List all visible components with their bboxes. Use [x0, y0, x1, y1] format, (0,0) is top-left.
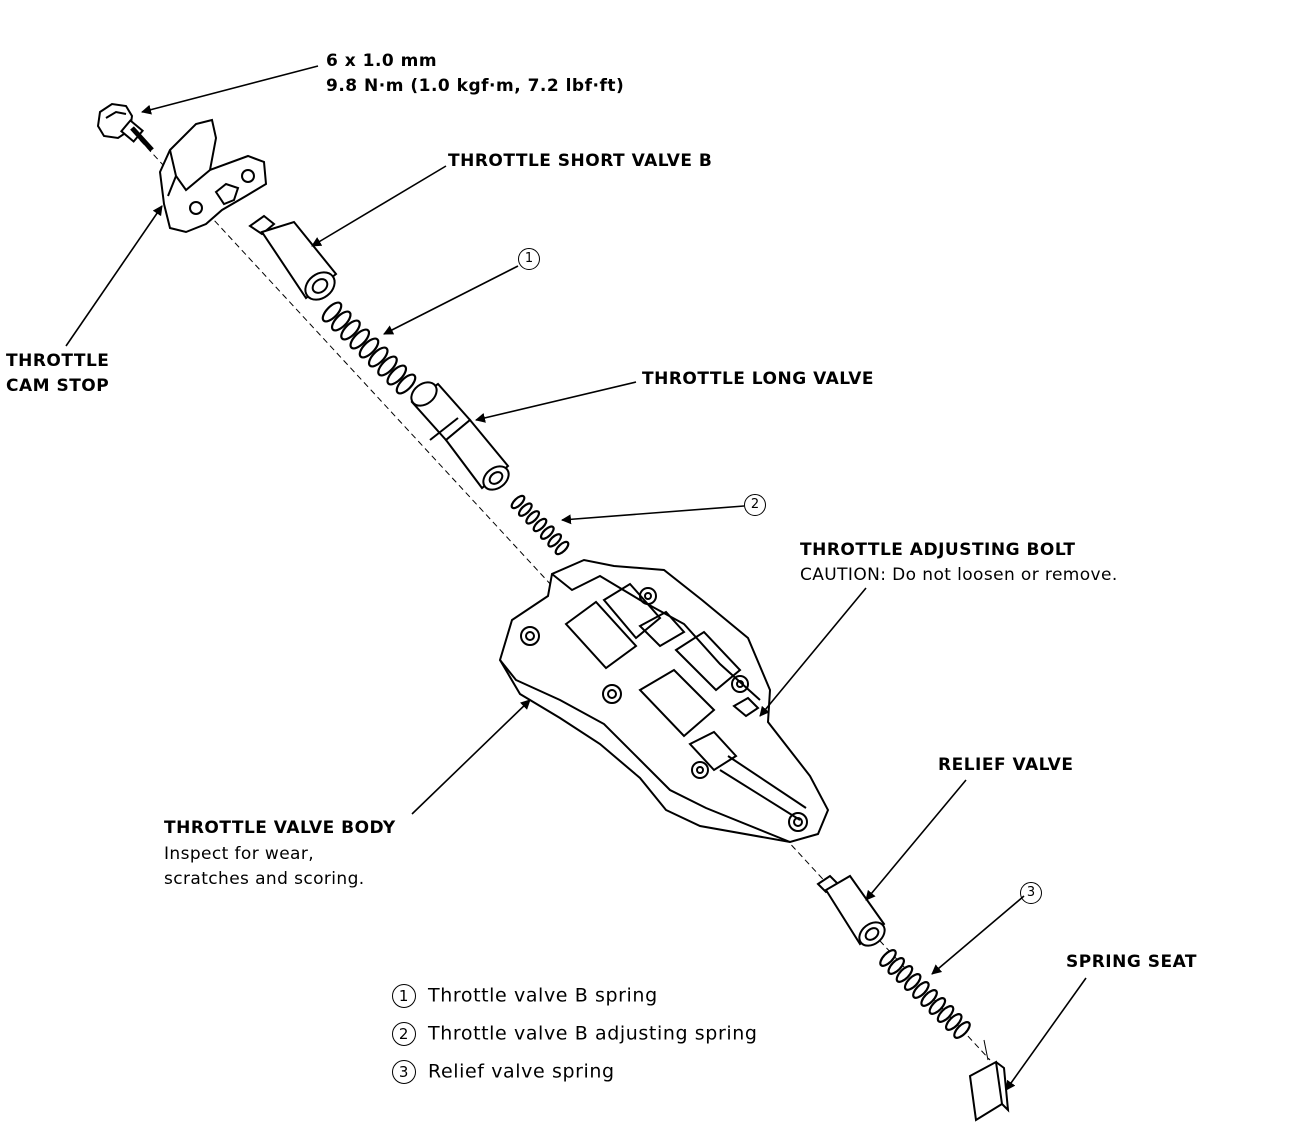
- spring-coil: [879, 949, 897, 967]
- cam-stop-label-line1: THROTTLE: [6, 351, 110, 371]
- valve-body-label: THROTTLE VALVE BODY: [164, 818, 396, 838]
- throttle-long-valve: [410, 381, 510, 491]
- callout-3: 3: [1020, 882, 1042, 904]
- spring-coil: [349, 328, 371, 350]
- throttle-cam-stop: [158, 118, 268, 234]
- legend-number: 2: [392, 1022, 416, 1046]
- spring-seat-label: SPRING SEAT: [1066, 952, 1198, 972]
- spring-coil: [358, 337, 380, 359]
- spring-coil: [377, 355, 398, 377]
- spring-coil: [887, 957, 906, 975]
- spring-coil: [395, 373, 417, 395]
- legend-number: 1: [392, 984, 416, 1008]
- spring-coil: [525, 510, 541, 525]
- spring-coil: [321, 301, 343, 323]
- spring-coil: [953, 1021, 971, 1039]
- adjusting-bolt-label: THROTTLE ADJUSTING BOLT: [800, 540, 1076, 560]
- legend-text: Throttle valve B spring: [428, 984, 658, 1007]
- spring-coil: [532, 517, 548, 533]
- bolt-size-label: 6 x 1.0 mm: [326, 51, 438, 71]
- relief-valve: [816, 874, 886, 947]
- legend-number: 3: [392, 1060, 416, 1084]
- legend-text: Throttle valve B adjusting spring: [428, 1022, 758, 1045]
- spring-coil: [340, 319, 361, 341]
- spring-coil: [895, 965, 914, 983]
- legend-item-1: 1 Throttle valve B spring: [392, 984, 658, 1008]
- relief-valve-spring: [879, 949, 971, 1039]
- legend-item-2: 2 Throttle valve B adjusting spring: [392, 1022, 758, 1046]
- callout-1: 1: [518, 248, 540, 270]
- throttle-valve-body: [498, 558, 830, 844]
- valve-body-note-line1: Inspect for wear,: [164, 844, 315, 864]
- throttle-short-valve-b: [248, 214, 338, 301]
- leader-lines: [65, 65, 1087, 1091]
- valve-body-note-line2: scratches and scoring.: [164, 869, 365, 889]
- short-valve-label: THROTTLE SHORT VALVE B: [448, 151, 713, 171]
- spring-coil: [386, 364, 408, 386]
- adjusting-bolt-caution: CAUTION: Do not loosen or remove.: [800, 565, 1118, 585]
- spring-coil: [510, 494, 526, 510]
- cam-stop-label-line2: CAM STOP: [6, 376, 110, 396]
- spring-coil: [928, 997, 947, 1015]
- spring-coil: [547, 533, 563, 548]
- spring-coil: [539, 525, 555, 540]
- spring-seat: [968, 1039, 1010, 1122]
- spring-coil: [920, 989, 938, 1007]
- spring-coil: [912, 981, 930, 999]
- spring-coil: [330, 310, 352, 332]
- relief-valve-label: RELIEF VALVE: [938, 755, 1074, 775]
- spring-coil: [367, 346, 389, 368]
- long-valve-label: THROTTLE LONG VALVE: [642, 369, 875, 389]
- legend-text: Relief valve spring: [428, 1060, 615, 1083]
- spring-coil: [517, 502, 533, 517]
- bolt-torque-label: 9.8 N·m (1.0 kgf·m, 7.2 lbf·ft): [326, 76, 625, 96]
- callout-2: 2: [744, 494, 766, 516]
- spring-coil: [944, 1013, 963, 1031]
- throttle-valve-b-adjusting-spring: [510, 494, 570, 556]
- spring-coil: [936, 1005, 955, 1023]
- bolt: [96, 102, 154, 152]
- spring-coil: [903, 973, 922, 991]
- legend-item-3: 3 Relief valve spring: [392, 1060, 615, 1084]
- spring-coil: [554, 540, 570, 556]
- throttle-valve-b-spring: [321, 301, 417, 395]
